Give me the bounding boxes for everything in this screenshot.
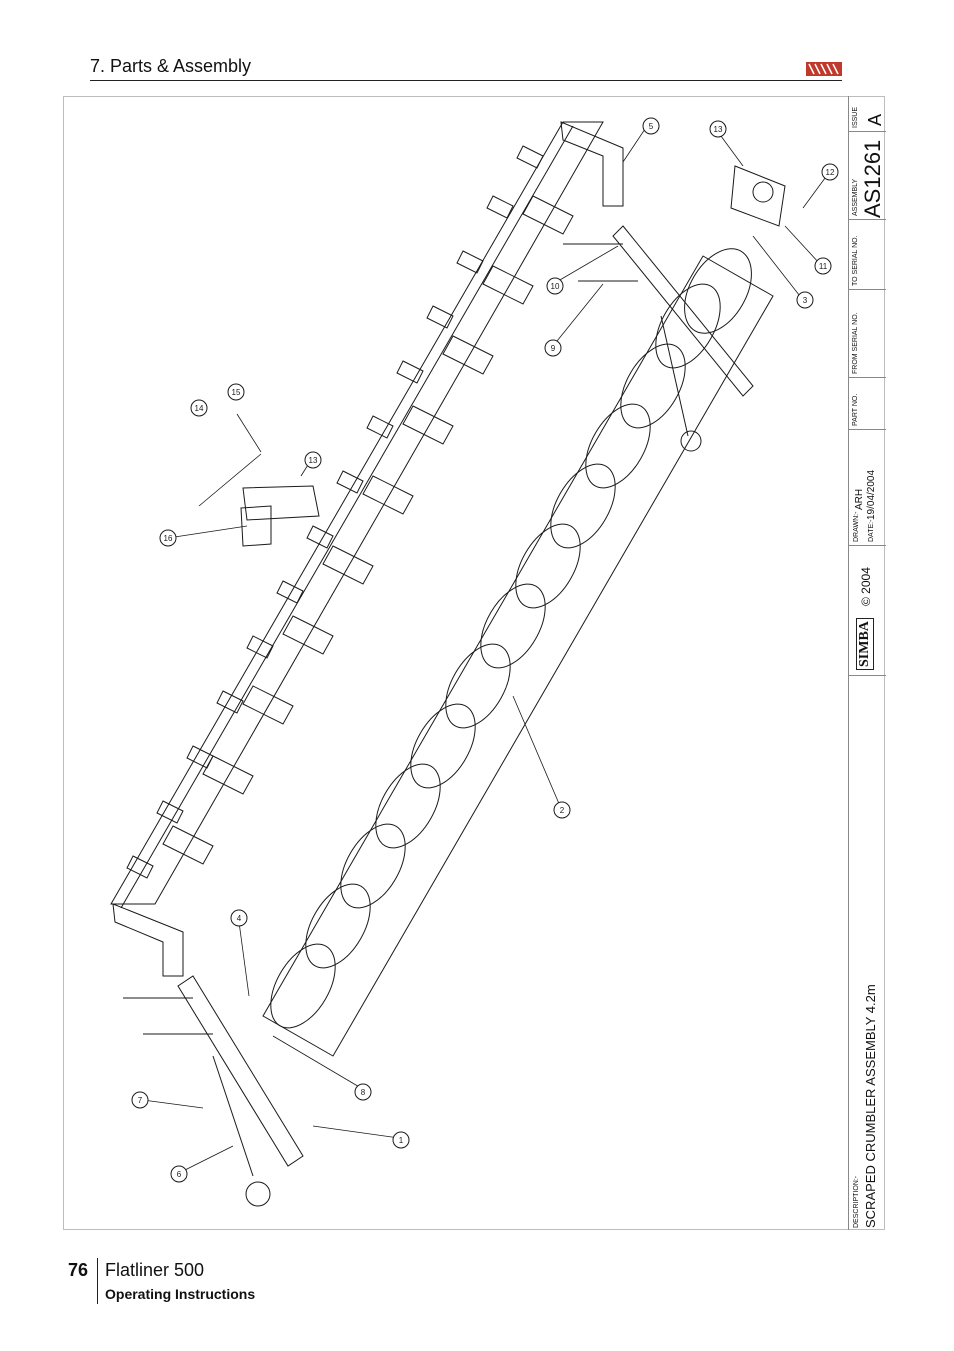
issue-label: ISSUE xyxy=(852,106,859,128)
svg-text:10: 10 xyxy=(551,282,560,291)
drawn-value: ARH xyxy=(854,488,865,510)
drawn-label: DRAWN:- xyxy=(853,511,860,542)
from-serial-label: FROM SERIAL NO. xyxy=(852,312,859,374)
description-cell: DESCRIPTION:- SCRAPED CRUMBLER ASSEMBLY … xyxy=(849,676,886,1230)
assembly-cell: ASSEMBLY AS1261 xyxy=(849,132,886,220)
callout-13: 13 xyxy=(304,451,322,469)
simba-logo xyxy=(806,60,842,78)
issue-cell: ISSUE A xyxy=(849,96,886,132)
callout-7: 7 xyxy=(131,1091,149,1109)
assembly-value: AS1261 xyxy=(860,139,885,218)
svg-text:15: 15 xyxy=(232,388,241,397)
svg-text:12: 12 xyxy=(826,168,835,177)
callout-4: 4 xyxy=(230,909,248,927)
section-title: 7. Parts & Assembly xyxy=(90,56,252,76)
title-block: ISSUE A ASSEMBLY AS1261 TO SERIAL NO. FR… xyxy=(848,96,886,1230)
callout-5: 5 xyxy=(642,117,660,135)
svg-text:14: 14 xyxy=(195,404,204,413)
description-value: SCRAPED CRUMBLER ASSEMBLY 4.2m xyxy=(863,984,878,1228)
product-name: Flatliner 500 xyxy=(105,1260,205,1280)
svg-text:16: 16 xyxy=(164,534,173,543)
svg-text:8: 8 xyxy=(361,1088,366,1097)
copyright-cell: © 2004 SIMBA xyxy=(849,546,886,676)
simba-brand-mark: SIMBA xyxy=(856,618,874,670)
svg-text:5: 5 xyxy=(649,122,654,131)
callout-6: 6 xyxy=(170,1165,188,1183)
footer-rule xyxy=(97,1258,98,1304)
callout-10-right: 11 xyxy=(814,257,832,275)
svg-text:11: 11 xyxy=(819,262,828,271)
to-serial-cell: TO SERIAL NO. xyxy=(849,220,886,290)
callout-12: 13 xyxy=(709,120,727,138)
description-label: DESCRIPTION:- xyxy=(853,1175,860,1228)
callout-14: 14 xyxy=(190,399,208,417)
callout-2: 2 xyxy=(553,801,571,819)
drawn-date-cell: DRAWN:- ARH DATE:- 19/04/2004 xyxy=(849,430,886,546)
svg-text:6: 6 xyxy=(177,1170,182,1179)
copyright-text: © 2004 xyxy=(859,567,873,606)
callout-3: 3 xyxy=(796,291,814,309)
header-rule xyxy=(90,80,842,81)
svg-text:7: 7 xyxy=(138,1096,143,1105)
from-serial-cell: FROM SERIAL NO. xyxy=(849,290,886,378)
svg-text:13: 13 xyxy=(309,456,318,465)
crumbler-assembly-drawing: 5 13 12 11 3 10 9 2 15 14 13 16 4 8 7 1 … xyxy=(110,117,839,1207)
svg-text:3: 3 xyxy=(803,296,808,305)
callout-1: 1 xyxy=(392,1131,410,1149)
callout-10-left: 10 xyxy=(546,277,564,295)
page-number: 76 xyxy=(68,1260,89,1280)
callout-9: 9 xyxy=(544,339,562,357)
svg-text:1: 1 xyxy=(399,1136,404,1145)
date-value: 19/04/2004 xyxy=(866,469,877,520)
assembly-label: ASSEMBLY xyxy=(852,178,859,216)
part-no-label: PART NO. xyxy=(852,393,859,426)
svg-text:2: 2 xyxy=(560,806,565,815)
svg-text:4: 4 xyxy=(237,914,242,923)
date-label: DATE:- xyxy=(868,519,875,542)
to-serial-label: TO SERIAL NO. xyxy=(852,235,859,286)
drawing-frame xyxy=(63,96,885,1230)
svg-text:13: 13 xyxy=(714,125,723,134)
callout-11: 12 xyxy=(821,163,839,181)
svg-text:9: 9 xyxy=(551,344,556,353)
callout-15: 15 xyxy=(227,383,245,401)
callout-16: 16 xyxy=(159,529,177,547)
document-subtitle: Operating Instructions xyxy=(105,1286,256,1302)
issue-value: A xyxy=(865,113,885,126)
part-no-cell: PART NO. xyxy=(849,378,886,430)
callout-8: 8 xyxy=(354,1083,372,1101)
